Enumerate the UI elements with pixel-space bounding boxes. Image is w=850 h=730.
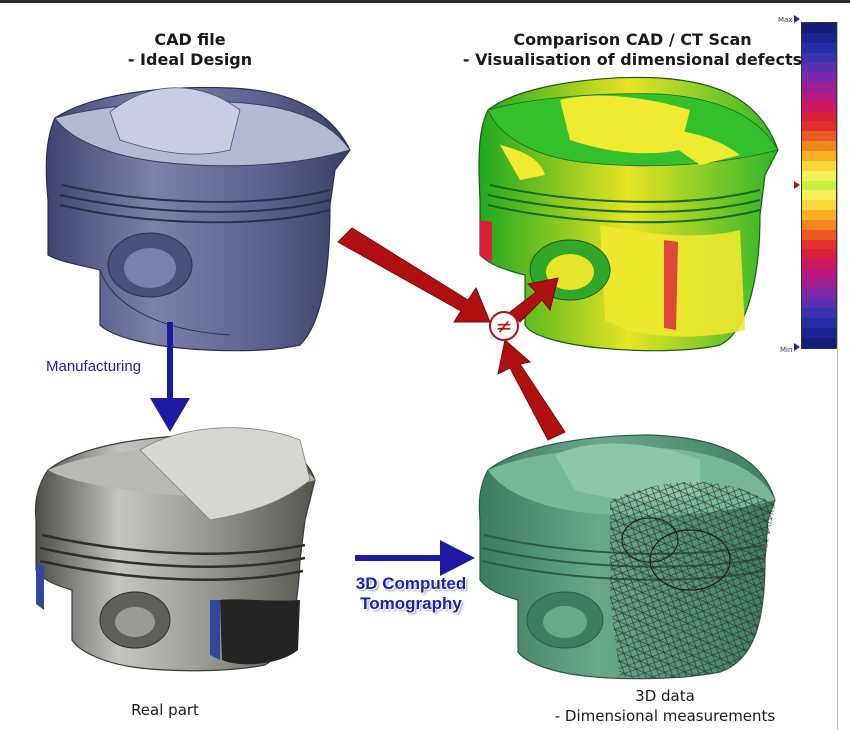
ct-label: 3D Computed Tomography	[346, 574, 476, 614]
scale-band	[802, 328, 836, 338]
scale-max-label: Max	[778, 16, 793, 24]
scale-band	[802, 308, 836, 319]
real-piston-image	[34, 427, 316, 672]
scale-band	[802, 239, 836, 250]
data-caption: 3D data - Dimensional measurements	[540, 686, 790, 726]
scale-band	[802, 42, 836, 53]
data-caption-subtitle: - Dimensional measurements	[554, 707, 776, 725]
ct-arrow	[355, 540, 475, 576]
comparison-caption-subtitle: - Visualisation of dimensional defects	[462, 50, 803, 69]
scale-band	[802, 150, 836, 161]
scale-band	[802, 219, 836, 230]
scale-band	[802, 338, 836, 348]
top-rule	[0, 0, 850, 3]
scale-max-marker	[794, 15, 800, 23]
scan-piston-image	[478, 434, 776, 680]
scale-band	[802, 72, 836, 83]
scale-band	[802, 23, 836, 33]
real-part-caption: Real part	[131, 701, 199, 719]
not-equal-node: ≠	[489, 311, 519, 341]
scale-band	[802, 190, 836, 201]
scale-band	[802, 131, 836, 142]
scale-band	[802, 210, 836, 220]
scale-min-label: Min	[780, 346, 793, 354]
scale-min-marker	[794, 343, 800, 351]
cad-caption-subtitle: - Ideal Design	[127, 50, 253, 69]
scale-band	[802, 259, 836, 270]
scale-band	[802, 141, 836, 151]
comparison-piston-image	[478, 76, 779, 352]
scale-band	[802, 111, 836, 122]
scale-band	[802, 82, 836, 92]
scale-band	[802, 121, 836, 132]
scale-zero-marker	[794, 181, 800, 189]
scale-band	[802, 269, 836, 279]
compare-to-result-arrow	[509, 277, 559, 323]
cad-caption: CAD file - Ideal Design	[80, 30, 300, 70]
scale-band	[802, 170, 836, 181]
data-caption-title: 3D data	[635, 687, 695, 705]
scale-band	[802, 318, 836, 329]
scale-band	[802, 62, 836, 73]
scan-to-compare-arrow	[497, 339, 566, 441]
scale-band	[802, 180, 836, 191]
scale-band	[802, 32, 836, 43]
scale-band	[802, 298, 836, 309]
cad-piston-image	[45, 86, 351, 352]
scale-band	[802, 278, 836, 289]
scale-band	[802, 91, 836, 102]
scale-band	[802, 52, 836, 63]
scale-band	[802, 101, 836, 112]
ct-label-line1: 3D Computed	[355, 574, 467, 593]
cad-caption-title: CAD file	[154, 30, 226, 49]
comparison-caption: Comparison CAD / CT Scan - Visualisation…	[440, 30, 825, 70]
scale-band	[802, 249, 836, 260]
comparison-caption-title: Comparison CAD / CT Scan	[513, 30, 752, 49]
scale-band	[802, 288, 836, 299]
scale-band	[802, 229, 836, 240]
ct-label-line2: Tomography	[360, 594, 462, 613]
scale-band	[802, 160, 836, 171]
scale-band	[802, 200, 836, 211]
not-equal-symbol: ≠	[496, 314, 513, 338]
manufacturing-arrow	[150, 322, 190, 432]
cad-to-compare-arrow	[337, 227, 491, 323]
manufacturing-label: Manufacturing	[46, 358, 142, 375]
color-scale-bar	[801, 22, 837, 349]
right-rule	[837, 22, 838, 730]
